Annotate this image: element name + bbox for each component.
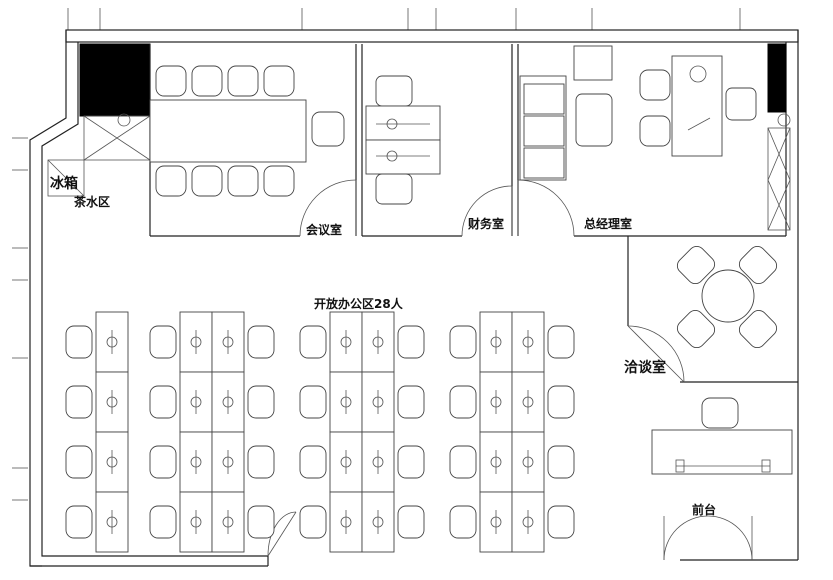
- chair: [263, 65, 295, 97]
- chair: [299, 385, 327, 419]
- monitor: [106, 516, 118, 528]
- desk: [361, 431, 395, 493]
- open-office-workstations: [65, 311, 575, 553]
- chair: [65, 505, 93, 539]
- chair: [449, 445, 477, 479]
- chair: [247, 385, 275, 419]
- chair: [227, 65, 259, 97]
- monitor: [222, 396, 234, 408]
- negotiation-room-furniture: [676, 245, 778, 349]
- label-gm-office: 总经理室: [584, 216, 632, 231]
- monitor: [522, 396, 534, 408]
- monitor: [490, 456, 502, 468]
- monitor: [522, 456, 534, 468]
- label-open-office: 开放办公区28人: [314, 296, 404, 311]
- chair: [247, 325, 275, 359]
- chair: [149, 325, 177, 359]
- meeting-room-furniture: [149, 65, 345, 197]
- chair: [547, 385, 575, 419]
- chair: [155, 165, 187, 197]
- label-fridge: 冰箱: [50, 175, 78, 192]
- monitor: [106, 396, 118, 408]
- chair: [299, 325, 327, 359]
- monitor: [372, 516, 384, 528]
- monitor: [340, 456, 352, 468]
- doors: [267, 179, 753, 561]
- monitor: [372, 456, 384, 468]
- chair: [65, 325, 93, 359]
- chair: [299, 505, 327, 539]
- monitor: [190, 456, 202, 468]
- chair: [149, 445, 177, 479]
- window-markers: [12, 8, 741, 501]
- chair: [547, 445, 575, 479]
- gm-office-furniture: [519, 45, 791, 231]
- monitor: [190, 336, 202, 348]
- chair: [263, 165, 295, 197]
- chair: [191, 165, 223, 197]
- chair: [397, 505, 425, 539]
- column: [767, 43, 787, 113]
- chair: [247, 445, 275, 479]
- monitor: [372, 396, 384, 408]
- label-negotiation-room: 洽谈室: [624, 359, 666, 376]
- chair: [449, 505, 477, 539]
- chair: [227, 165, 259, 197]
- monitor: [340, 336, 352, 348]
- monitor: [106, 456, 118, 468]
- reception-furniture: [651, 397, 793, 475]
- chair: [547, 505, 575, 539]
- chair: [547, 325, 575, 359]
- monitor: [490, 336, 502, 348]
- monitor: [372, 336, 384, 348]
- finance-room-furniture: [365, 75, 441, 205]
- monitor: [522, 336, 534, 348]
- monitor: [340, 516, 352, 528]
- monitor: [190, 396, 202, 408]
- monitor: [340, 396, 352, 408]
- column: [79, 43, 151, 117]
- chair: [155, 65, 187, 97]
- chair: [449, 385, 477, 419]
- desk: [211, 311, 245, 373]
- chair: [149, 385, 177, 419]
- monitor: [222, 456, 234, 468]
- outer-walls: [29, 29, 799, 567]
- chair: [191, 65, 223, 97]
- label-reception: 前台: [692, 502, 716, 517]
- monitor: [490, 516, 502, 528]
- chair: [449, 325, 477, 359]
- label-finance-room: 财务室: [467, 216, 504, 231]
- chair: [149, 505, 177, 539]
- chair: [65, 445, 93, 479]
- monitor: [222, 516, 234, 528]
- monitor: [190, 516, 202, 528]
- monitor: [522, 516, 534, 528]
- chair: [397, 385, 425, 419]
- chair: [397, 325, 425, 359]
- chair: [247, 505, 275, 539]
- monitor: [490, 396, 502, 408]
- chair: [299, 445, 327, 479]
- chair: [397, 445, 425, 479]
- monitor: [222, 336, 234, 348]
- label-tea-area: 茶水区: [73, 194, 110, 209]
- label-meeting-room: 会议室: [306, 222, 342, 237]
- chair: [65, 385, 93, 419]
- monitor: [106, 336, 118, 348]
